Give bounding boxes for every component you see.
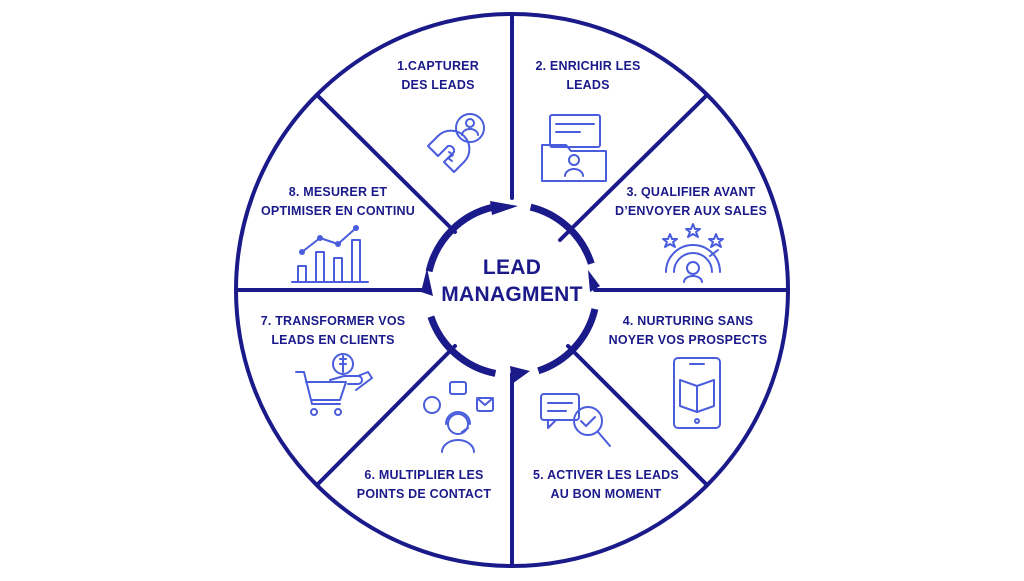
center-title-line1: LEAD bbox=[482, 256, 542, 279]
segment-4-label: 4. NURTURING SANS NOYER VOS PROSPECTS bbox=[600, 312, 776, 350]
segment-5-line2: AU BON MOMENT bbox=[550, 487, 662, 501]
segment-4-line1: 4. NURTURING SANS bbox=[622, 314, 754, 328]
segment-6-label: 6. MULTIPLIER LES POINTS DE CONTACT bbox=[344, 466, 504, 504]
growth-chart-icon bbox=[291, 225, 369, 283]
cycle-ring bbox=[425, 203, 599, 377]
segment-7-label: 7. TRANSFORMER VOS LEADS EN CLIENTS bbox=[248, 312, 418, 350]
segment-2-line1: 2. ENRICHIR LES bbox=[535, 59, 641, 73]
rating-gauge-icon bbox=[662, 223, 724, 283]
segment-4-line2: NOYER VOS PROSPECTS bbox=[608, 333, 768, 347]
segment-6-line1: 6. MULTIPLIER LES bbox=[364, 468, 484, 482]
cycle-arrows bbox=[421, 201, 600, 384]
chat-check-icon bbox=[540, 393, 611, 447]
segment-7-line2: LEADS EN CLIENTS bbox=[271, 333, 395, 347]
center-title-line2: MANAGMENT bbox=[441, 283, 583, 306]
folder-profile-icon bbox=[541, 114, 607, 182]
segment-8-line2: OPTIMISER EN CONTINU bbox=[260, 204, 415, 218]
support-agent-icon bbox=[423, 381, 494, 453]
segment-5-label: 5. ACTIVER LES LEADS AU BON MOMENT bbox=[520, 466, 692, 504]
segment-6-line2: POINTS DE CONTACT bbox=[356, 487, 492, 501]
segment-8-label: 8. MESURER ET OPTIMISER EN CONTINU bbox=[248, 183, 428, 221]
segment-5-line1: 5. ACTIVER LES LEADS bbox=[533, 468, 679, 482]
segment-8-line1: 8. MESURER ET bbox=[288, 185, 388, 199]
segment-3-label: 3. QUALIFIER AVANT D’ENVOYER AUX SALES bbox=[606, 183, 776, 221]
cart-money-icon bbox=[295, 353, 373, 416]
segment-1-label: 1.CAPTURER DES LEADS bbox=[378, 57, 498, 95]
center-title: LEAD MANAGMENT bbox=[432, 254, 592, 308]
segment-3-line2: D’ENVOYER AUX SALES bbox=[615, 204, 767, 218]
segment-2-label: 2. ENRICHIR LES LEADS bbox=[518, 57, 658, 95]
tablet-book-icon bbox=[673, 357, 721, 429]
segment-1-line2: DES LEADS bbox=[401, 78, 475, 92]
magnet-user-icon bbox=[427, 113, 485, 173]
segment-7-line1: 7. TRANSFORMER VOS bbox=[260, 314, 406, 328]
segment-1-line1: 1.CAPTURER bbox=[397, 59, 479, 73]
spokes bbox=[234, 12, 790, 568]
segment-3-line1: 3. QUALIFIER AVANT bbox=[626, 185, 756, 199]
segment-2-line2: LEADS bbox=[566, 78, 610, 92]
